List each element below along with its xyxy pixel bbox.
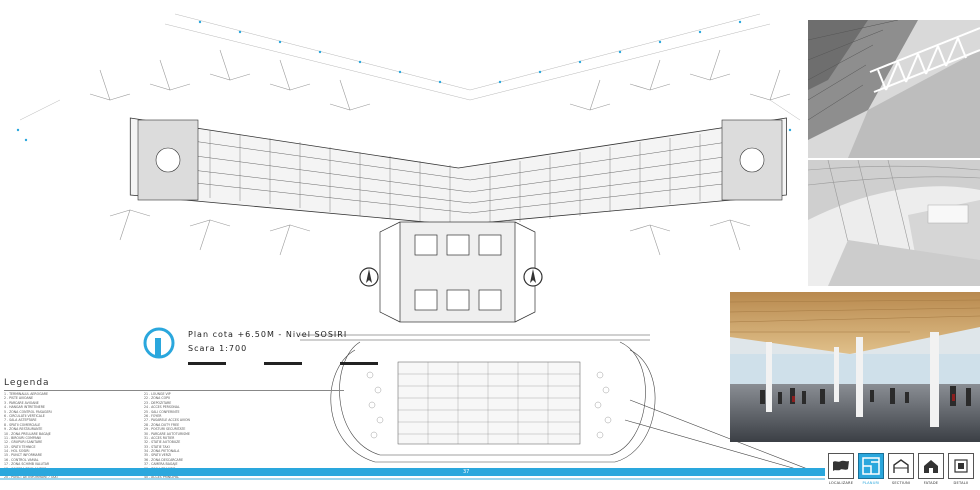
north-arrow-right: [523, 267, 543, 287]
footer-accent-line: [0, 478, 825, 480]
plan-title: Plan cota +6.50M - Nivel SOSIRI: [188, 330, 348, 339]
nav-label-sectiuni: SECTIUNI: [891, 481, 911, 485]
nav-label-fatade: FATADE: [923, 481, 939, 485]
legend-entry: 4 . HANGAR INTRETINERE: [4, 405, 45, 410]
legend-entry: 1 . TERMINALUL AEROGARE: [4, 392, 49, 396]
render-skylight-truss: [808, 20, 980, 158]
legend-divider: [4, 390, 344, 391]
north-arrow-left: [359, 267, 379, 287]
map-icon: [828, 453, 854, 479]
legend-entry: 16 . CONTROL VAMAL: [4, 457, 39, 462]
facade-icon: [918, 453, 944, 479]
logo-mark-icon: [143, 327, 175, 359]
legend-entry: 5 . ZONA CONTROL PASAGERI: [4, 409, 52, 414]
render-arrivals-hall: [730, 292, 980, 442]
legend-entry: 28 . ZONA DUTY FREE: [144, 422, 180, 427]
central-block: [379, 221, 536, 323]
parking-stalls: [398, 362, 580, 444]
legend-entry: 2 . PISTE AVIOANE: [4, 396, 34, 401]
terminal-wings: [129, 117, 787, 226]
legend-entry: 35 . SPATII VERZI: [144, 453, 172, 458]
nav-item-planuri[interactable]: PLANURI: [858, 453, 884, 489]
footer-accent-band: [0, 468, 825, 476]
legend-entry: 17 . ZONA SCHIMB VALUTAR: [4, 462, 50, 467]
legend-entry: 7 . SALA ASTEPTARE: [4, 418, 37, 423]
legend-entry: 30 . PARCARE AUTOTURISME: [144, 431, 190, 436]
legend-entry: 20 . PUNCT DE INFORMARE / TAXI: [4, 475, 58, 479]
section-icon: [888, 453, 914, 479]
legend-entry: 12 . GRUPURI SANITARE: [4, 440, 43, 445]
nav-label-localizare: LOCALIZARE: [828, 481, 854, 485]
floor-plan-drawing: [16, 13, 810, 470]
legend-entry: 21 . LOUNGE VIP: [144, 392, 171, 396]
legend-entry: 24 . ACCES PERSONAL: [144, 405, 180, 410]
legend-entry: 36 . ZONA DESCARCARE: [144, 457, 183, 462]
sheet-navigation: LOCALIZARE PLANURI SECTIUNI FATADE DETAL…: [828, 451, 980, 490]
access-roads: [300, 334, 810, 470]
legend-entry: 27 . PASARELE ACCES AVION: [144, 418, 190, 423]
legend-entry: 40 . ACCES PRINCIPAL: [144, 475, 193, 479]
legend-entry: 26 . FOYER: [144, 413, 162, 418]
legend-entry: 32 . STATIE AUTOBUZE: [144, 440, 181, 445]
page-number: 37: [463, 469, 470, 475]
legend-entry: 29 . POSTURI SECURITATE: [144, 427, 186, 432]
nav-item-fatade[interactable]: FATADE: [918, 453, 944, 489]
terminal-grid: [179, 125, 761, 223]
aircraft-silhouettes: [89, 49, 791, 256]
legend-entry: 8 . SPATII COMERCIALE: [4, 422, 41, 427]
terminal-end-pavilions: [137, 119, 783, 201]
legend-entry: 13 . SPATII TEHNICE: [4, 444, 36, 449]
scale-bar: [188, 362, 378, 365]
legend-entry: 15 . PUNCT INFORMARE: [4, 453, 42, 458]
landscape-trees: [366, 371, 612, 439]
legend-title: Legenda: [4, 378, 50, 388]
legend-entry: 9 . ZONA RESTAURANTE: [4, 427, 43, 432]
nav-item-localizare[interactable]: LOCALIZARE: [828, 453, 854, 489]
nav-item-detalii[interactable]: DETALII: [948, 453, 974, 489]
legend-entry: 31 . ACCES RUTIER: [144, 435, 175, 440]
detail-icon: [948, 453, 974, 479]
runway-lights: [16, 20, 792, 142]
legend-entry: 6 . CIRCULATII VERTICALE: [4, 413, 45, 418]
nav-label-detalii: DETALII: [953, 481, 969, 485]
terminal-interior-lines: [149, 134, 776, 214]
floorplan-icon: [858, 453, 884, 479]
legend-entry: 25 . SALI CONFERINTE: [144, 409, 180, 414]
drawing-title-block: Plan cota +6.50M - Nivel SOSIRI Scara 1:…: [142, 326, 382, 376]
legend-entry: 11 . BIROURI COMPANII: [4, 435, 42, 440]
nav-label-planuri: PLANURI: [862, 481, 880, 485]
legend-entry: 37 . CAMERA BAGAJE: [144, 462, 178, 467]
legend-entry: 14 . HOL SOSIRI: [4, 449, 30, 454]
legend-entry: 22 . ZONA COPII: [144, 396, 170, 401]
render-roof-structure: [808, 160, 980, 286]
runway-markings: [19, 13, 801, 121]
parking-lot: [397, 361, 581, 445]
nav-item-sectiuni[interactable]: SECTIUNI: [888, 453, 914, 489]
legend-entry: 3 . PARCARE AVIOANE: [4, 400, 39, 405]
legend-entry: 23 . DEPOZITARE: [144, 400, 172, 405]
plan-scale: Scara 1:700: [188, 344, 248, 353]
legend-entry: 33 . STATIE TAXI: [144, 444, 170, 449]
legend-entry: 34 . ZONA PIETONALA: [144, 449, 180, 454]
legend-entry: 10 . ZONA PRELUARE BAGAJE: [4, 431, 51, 436]
